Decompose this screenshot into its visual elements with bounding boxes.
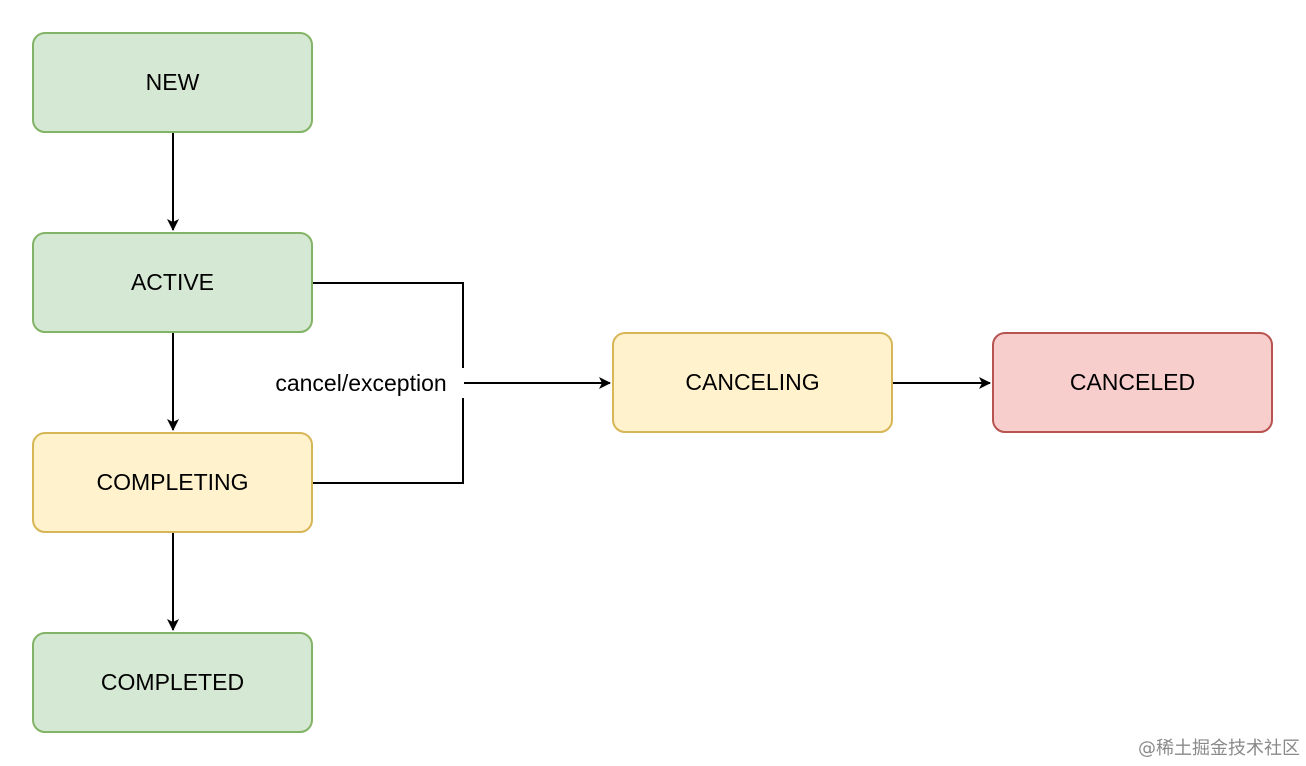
edge-completing-to-canceling [313,383,464,484]
watermark: @稀土掘金技术社区 [1138,738,1300,759]
edge-label-cancel-exception: cancel/exception [258,368,464,398]
node-new: NEW [32,32,313,133]
node-canceling: CANCELING [612,332,893,433]
node-completed: COMPLETED [32,632,313,733]
node-completing: COMPLETING [32,432,313,533]
node-canceled: CANCELED [992,332,1273,433]
node-active: ACTIVE [32,232,313,333]
edge-active-to-canceling [313,282,464,383]
